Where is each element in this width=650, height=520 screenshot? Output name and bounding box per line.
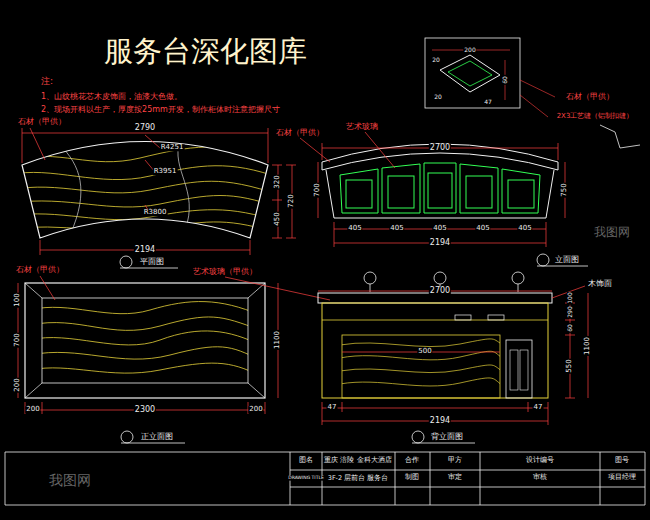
dimension-text: 550 [566,358,573,373]
view-title: 平面图 [139,258,165,266]
dimension-text: 405 [475,225,490,232]
material-label: 艺术玻璃 [345,123,379,131]
table-cell: 项目经理 [607,474,637,481]
dimension-text: 20 [431,57,441,63]
section-detail [425,38,640,148]
table-cell: 重庆 涪陵 金科大酒店 [323,457,392,464]
table-cell: 图名 [298,457,314,464]
radius-text: R3800 [143,209,168,216]
material-label: 木饰面 [587,280,613,288]
back-elevation [318,272,588,443]
elevation-view [300,132,588,266]
dimension-text: 47 [483,99,493,105]
table-cell: 审定 [447,474,463,481]
dimension-text: 2700 [429,144,451,152]
note-text: 1、山纹桃花芯木皮饰面，油漆大色做。 [40,93,183,101]
material-label: 石材（甲供） [275,129,325,137]
view-title: 背立面图 [430,433,464,441]
dimension-text: 60 [567,323,573,333]
watermark: 我图网 [48,473,92,488]
dimension-text: 60 [502,75,508,85]
title-block [5,452,645,505]
dimension-text: 200 [14,377,21,392]
dimension-text: 290 [567,305,573,318]
dimension-text: 720 [288,193,295,208]
watermark: 我图网 [593,226,631,239]
dimension-text: 200 [463,47,476,53]
table-cell: 合作 [404,457,420,464]
dimension-text: 320 [274,174,281,189]
dimension-text: 200 [248,406,263,413]
table-cell: 设计编号 [525,457,555,464]
table-cell: DRAWING TITLE [287,476,324,481]
dimension-text: 700 [14,332,21,347]
dimension-text: 500 [417,348,432,355]
dimension-text: 2700 [429,287,451,295]
dimension-text: 2790 [134,124,156,132]
dimension-text: 2300 [134,406,156,414]
dimension-text: 750 [561,182,568,197]
note-text: 注: [40,77,54,86]
drawing-title: 服务台深化图库 [104,36,307,68]
dimension-text: 200 [25,406,40,413]
dimension-text: 1100 [584,336,591,356]
material-label: 石材（甲供） [15,266,65,274]
table-cell: 制图 [404,474,420,481]
dimension-text: 20 [433,94,443,100]
dimension-text: 405 [517,225,532,232]
dimension-text: 1100 [274,330,281,350]
radius-text: R3951 [153,168,178,175]
material-label: 石材（甲供） [17,118,67,126]
dimension-text: 700 [314,182,321,197]
radius-text: R4251 [160,144,185,151]
front-elevation [18,276,330,443]
dimension-text: 47 [533,404,544,411]
dimension-text: 2194 [429,417,451,425]
note-text: 2、现场开料以生产，厚度按25mm开发，制作柜体时注意把握尺寸 [40,106,281,114]
dimension-text: 47 [327,404,338,411]
dimension-text: 405 [389,225,404,232]
table-cell: 审核 [532,474,548,481]
plan-view [10,128,296,268]
dimension-text: 450 [274,211,281,226]
dimension-text: 2194 [429,239,451,247]
material-label: 2X3工艺缝（铝制扣缝） [556,113,635,120]
view-title: 正立面图 [140,433,174,441]
material-label: 石材（甲供） [565,93,615,101]
table-cell: 3F-2 层前台 服务台 [327,475,390,482]
dimension-text: 405 [432,225,447,232]
dimension-text: 2194 [134,246,156,254]
dimension-text: 405 [347,225,362,232]
table-cell: 图号 [614,457,630,464]
dimension-text: 100 [14,292,21,307]
table-cell: 甲方 [447,457,463,464]
material-label: 艺术玻璃（甲供） [192,268,258,276]
dimension-text: 100 [567,291,573,304]
view-title: 立面图 [554,256,580,264]
